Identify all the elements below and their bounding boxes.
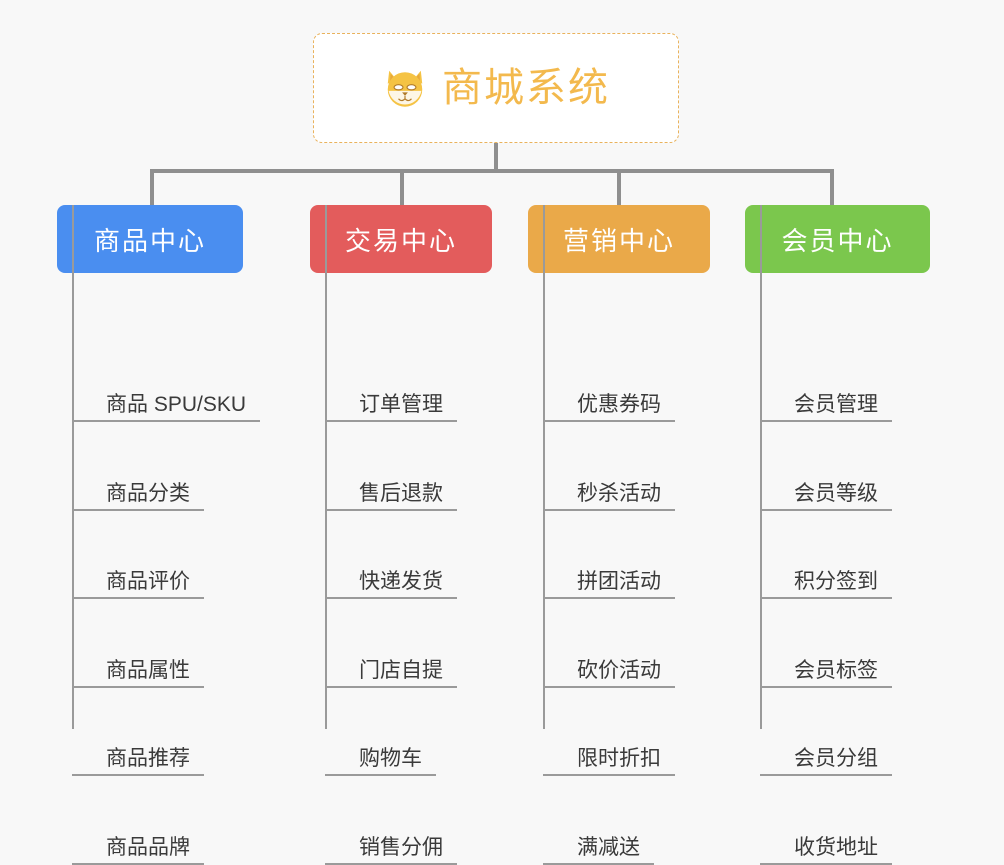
leaf-label: 购物车	[359, 747, 422, 771]
leaf-label: 砍价活动	[577, 658, 661, 682]
leaf-spine-2	[325, 205, 327, 729]
leaf-label: 限时折扣	[577, 747, 661, 771]
leaf-label: 商品 SPU/SKU	[106, 392, 247, 416]
category-label-4: 会员中心	[781, 225, 894, 256]
shiba-dog-face-icon	[382, 65, 428, 111]
leaf-spine-1	[72, 205, 74, 729]
leaf-label: 收货地址	[794, 835, 878, 859]
branch-column-2: 交易中心 订单管理售后退款快递发货门店自提购物车销售分佣	[310, 205, 492, 865]
leaf-underline: 积分签到	[760, 570, 892, 600]
connector-drop-2	[400, 169, 404, 205]
category-box-3[interactable]: 营销中心	[528, 205, 710, 273]
leaf-label: 满减送	[577, 835, 640, 859]
leaf-label: 商品品牌	[106, 835, 190, 859]
branch-column-1: 商品中心 商品 SPU/SKU 商品分类商品评价商品属性商品推荐商品品牌	[57, 205, 261, 865]
leaf-label: 拼团活动	[577, 570, 661, 594]
leaf-underline: 优惠券码	[543, 393, 675, 422]
leaf-spine-3	[543, 205, 545, 729]
leaf-spine-4	[760, 205, 762, 729]
leaf-underline: 会员分组	[760, 747, 892, 777]
leaf-label: 商品属性	[106, 658, 190, 682]
leaf-label: 商品分类	[106, 481, 190, 505]
leaf-label: 会员等级	[794, 481, 878, 505]
leaf-label: 销售分佣	[359, 835, 443, 859]
connector-drop-3	[617, 169, 621, 205]
leaf-label: 快递发货	[359, 570, 443, 594]
category-label-2: 交易中心	[344, 225, 457, 256]
leaf-underline: 商品品牌	[72, 836, 204, 865]
leaf-underline: 拼团活动	[543, 570, 675, 600]
leaf-underline: 商品评价	[72, 570, 204, 600]
branch-column-3: 营销中心 优惠券码秒杀活动拼团活动砍价活动限时折扣满减送	[528, 205, 710, 865]
leaf-underline: 快递发货	[325, 570, 457, 600]
category-label-3: 营销中心	[562, 225, 675, 256]
leaf-label: 会员标签	[794, 658, 878, 682]
leaf-underline: 满减送	[543, 836, 654, 865]
leaf-label: 门店自提	[359, 658, 443, 682]
leaf-underline: 门店自提	[325, 659, 457, 688]
leaf-label: 会员分组	[794, 747, 878, 771]
leaf-label: 会员管理	[794, 392, 878, 416]
category-label-1: 商品中心	[93, 225, 206, 256]
leaf-list-4: 会员管理会员等级积分签到会员标签会员分组收货地址	[745, 205, 930, 865]
leaf-underline: 会员等级	[760, 482, 892, 511]
leaf-underline: 销售分佣	[325, 836, 457, 865]
leaf-label: 优惠券码	[577, 392, 661, 416]
leaf-underline: 商品属性	[72, 659, 204, 688]
leaf-label: 订单管理	[359, 392, 443, 416]
leaf-underline: 限时折扣	[543, 747, 675, 777]
leaf-label: 秒杀活动	[577, 481, 661, 505]
category-box-4[interactable]: 会员中心	[745, 205, 930, 273]
leaf-list-2: 订单管理售后退款快递发货门店自提购物车销售分佣	[310, 205, 492, 865]
leaf-underline: 商品分类	[72, 482, 204, 511]
leaf-label: 售后退款	[359, 481, 443, 505]
mindmap-canvas: 商城系统 商品中心 商品 SPU/SKU 商品分类商品评价商品属性商品推荐商品品牌…	[57, 33, 930, 865]
leaf-label: 积分签到	[794, 570, 878, 594]
leaf-underline: 购物车	[325, 747, 436, 777]
leaf-label: 商品推荐	[106, 747, 190, 771]
category-box-2[interactable]: 交易中心	[310, 205, 492, 273]
leaf-underline: 砍价活动	[543, 659, 675, 688]
connector-drop-4	[830, 169, 834, 205]
connector-stem	[494, 143, 498, 171]
leaf-underline: 会员管理	[760, 393, 892, 422]
category-box-1[interactable]: 商品中心	[57, 205, 243, 273]
connector-bus	[150, 169, 834, 173]
leaf-underline: 商品推荐	[72, 747, 204, 777]
leaf-underline: 秒杀活动	[543, 482, 675, 511]
root-title: 商城系统	[442, 66, 610, 110]
leaf-underline: 售后退款	[325, 482, 457, 511]
leaf-list-1: 商品 SPU/SKU 商品分类商品评价商品属性商品推荐商品品牌	[57, 205, 261, 865]
leaf-underline: 订单管理	[325, 393, 457, 422]
connector-drop-1	[150, 169, 154, 205]
leaf-underline: 商品 SPU/SKU	[72, 392, 261, 422]
root-node-content: 商城系统	[382, 65, 610, 111]
leaf-label: 商品评价	[106, 570, 190, 594]
leaf-underline: 会员标签	[760, 659, 892, 688]
root-node[interactable]: 商城系统	[313, 33, 679, 143]
leaf-underline: 收货地址	[760, 836, 892, 865]
leaf-list-3: 优惠券码秒杀活动拼团活动砍价活动限时折扣满减送	[528, 205, 710, 865]
branch-column-4: 会员中心 会员管理会员等级积分签到会员标签会员分组收货地址	[745, 205, 930, 865]
